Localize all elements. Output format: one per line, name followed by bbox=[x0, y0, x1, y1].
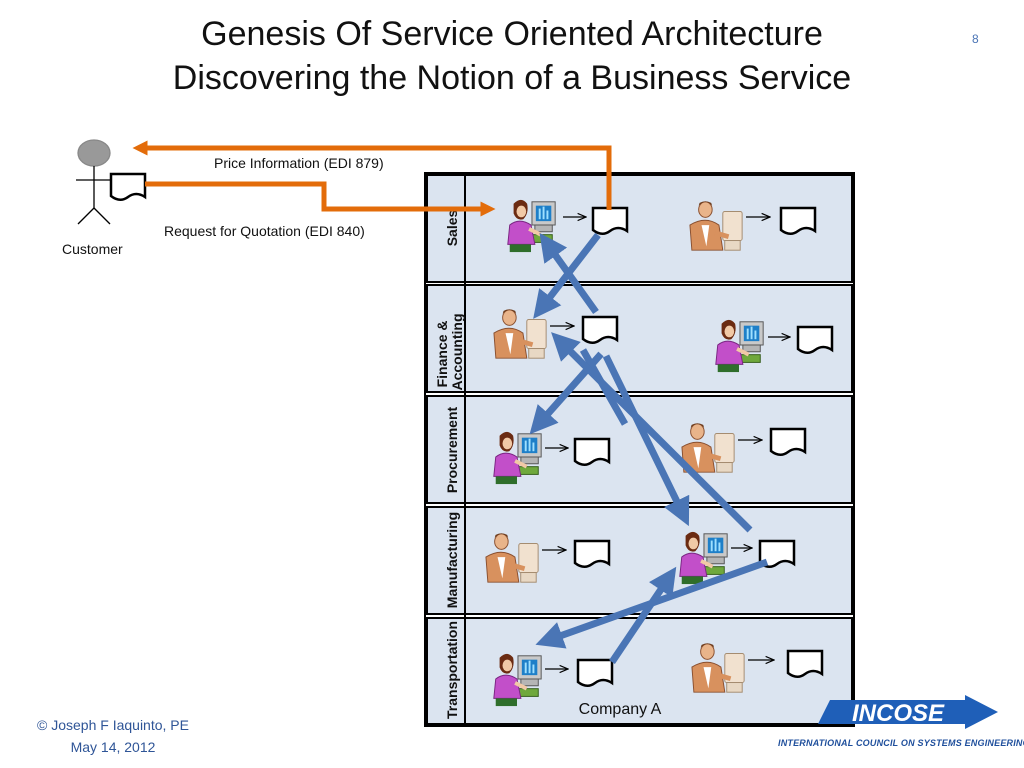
company-a-box bbox=[424, 172, 855, 727]
workers bbox=[486, 197, 834, 708]
lane-label-finance: Finance & Accounting bbox=[434, 314, 465, 391]
page-number: 8 bbox=[972, 32, 979, 46]
process-flow-arrows bbox=[529, 232, 769, 664]
flow-arrow bbox=[602, 354, 690, 527]
lane-label-finance-line2: Accounting bbox=[449, 314, 465, 391]
flow-arrow bbox=[539, 232, 599, 315]
lane-label-sales: Sales bbox=[444, 209, 460, 246]
slide-title: Genesis Of Service Oriented Architecture… bbox=[0, 12, 1024, 100]
customer-actor-icon bbox=[76, 139, 112, 225]
title-line-2: Discovering the Notion of a Business Ser… bbox=[172, 59, 852, 97]
incose-logo: INCOSE bbox=[818, 695, 998, 729]
rfq-arrow bbox=[145, 181, 496, 217]
flow-arrow bbox=[609, 566, 677, 664]
footer-copyright: © Joseph F Iaquinto, PE May 14, 2012 bbox=[18, 714, 208, 758]
date-text: May 14, 2012 bbox=[70, 739, 156, 755]
lane-label-transportation: Transportation bbox=[444, 621, 460, 719]
lane-label-manufacturing: Manufacturing bbox=[444, 512, 460, 608]
rfq-label: Request for Quotation (EDI 840) bbox=[164, 223, 365, 239]
lane-finance bbox=[426, 284, 853, 393]
copyright-text: © Joseph F Iaquinto, PE bbox=[37, 717, 189, 733]
customer-document-icon bbox=[109, 172, 147, 202]
flow-arrow bbox=[551, 332, 753, 533]
customer-label: Customer bbox=[62, 241, 123, 257]
price-info-arrow bbox=[132, 140, 612, 210]
price-info-label: Price Information (EDI 879) bbox=[214, 155, 384, 171]
lane-transportation bbox=[426, 617, 853, 725]
company-label: Company A bbox=[578, 701, 662, 718]
title-line-1: Genesis Of Service Oriented Architecture bbox=[201, 15, 823, 53]
incose-logo-text: INCOSE bbox=[852, 700, 945, 727]
lane-label-finance-line1: Finance & bbox=[434, 320, 450, 387]
incose-subtitle: INTERNATIONAL COUNCIL ON SYSTEMS ENGINEE… bbox=[778, 738, 1024, 748]
lane-label-procurement: Procurement bbox=[444, 406, 460, 493]
